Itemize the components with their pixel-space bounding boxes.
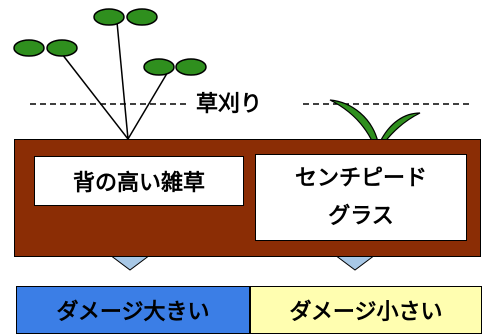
tall-weed [61, 21, 170, 140]
tall-weeds-label: 背の高い雑草 [34, 156, 244, 206]
result-damage-small: ダメージ小さい [250, 286, 482, 334]
mowing-label: 草刈り [192, 86, 267, 118]
centipede-grass [329, 99, 421, 144]
weed-leaves [13, 8, 207, 76]
centipede-grass-label: センチピード グラス [255, 154, 467, 241]
result-damage-large: ダメージ大きい [16, 286, 250, 334]
